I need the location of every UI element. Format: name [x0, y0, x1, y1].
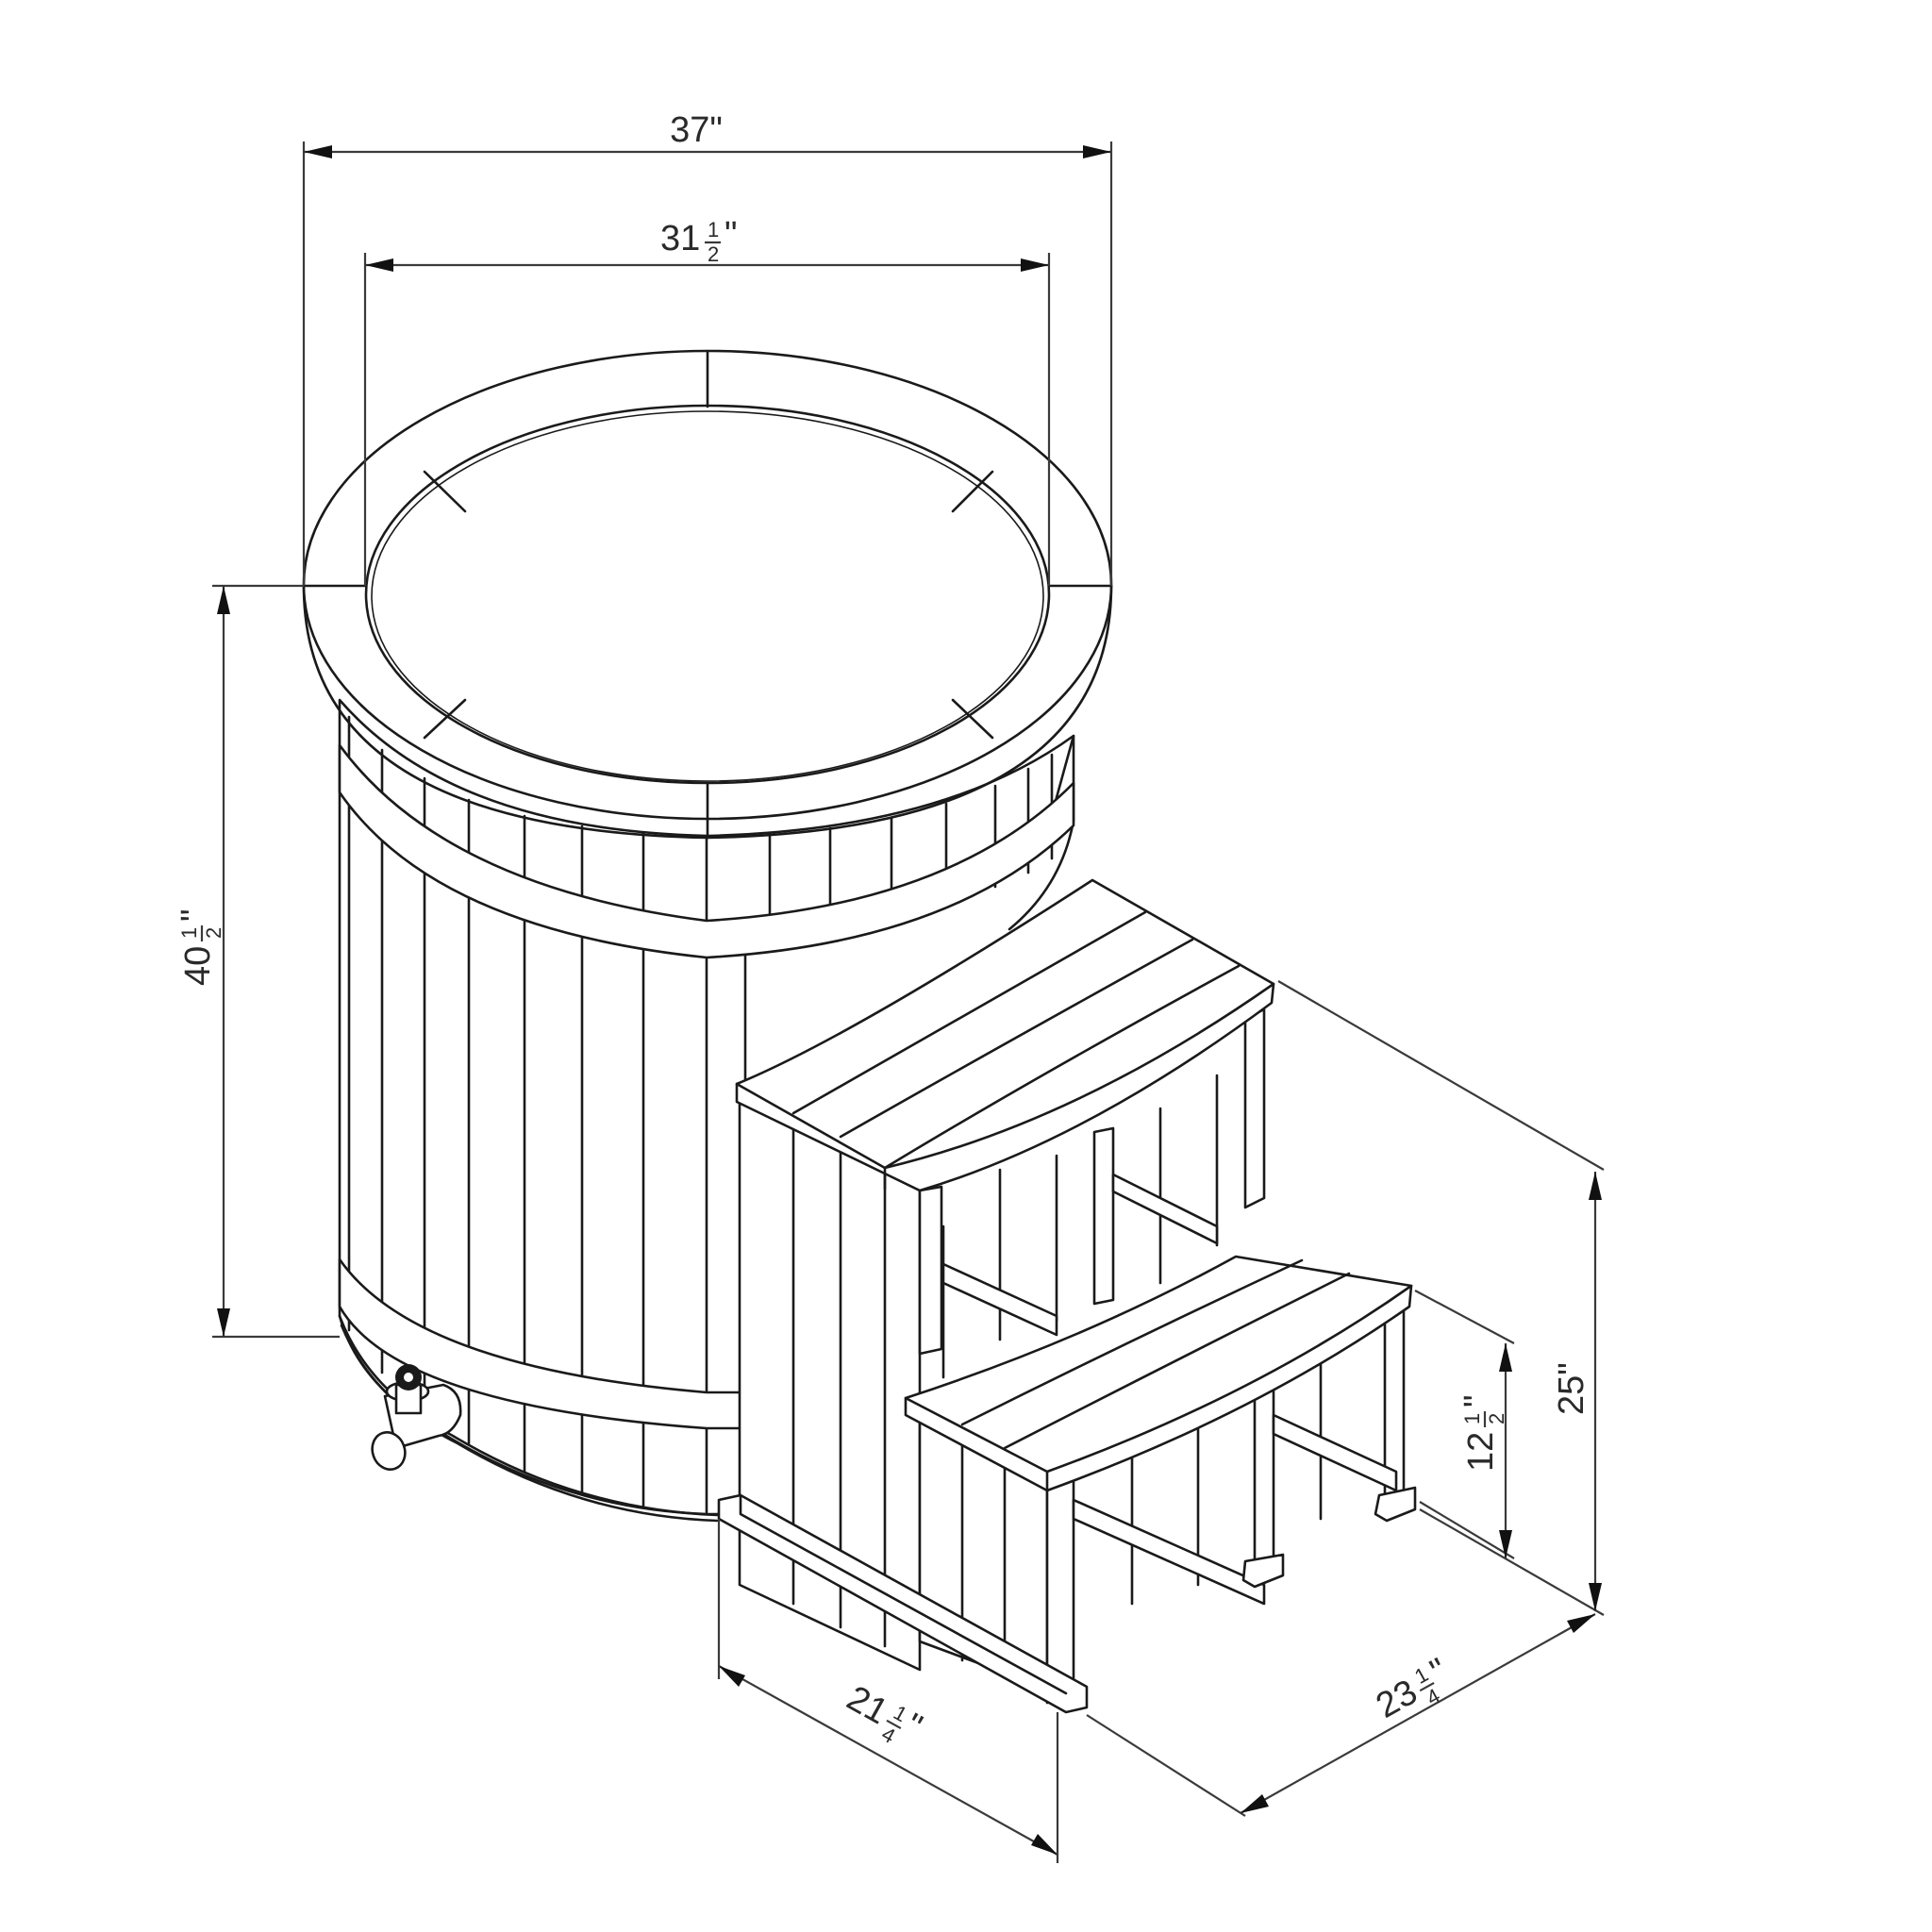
svg-text:": "	[724, 215, 738, 255]
svg-text:37": 37"	[670, 110, 723, 150]
upper-band	[338, 743, 1075, 959]
lower-step-frame	[1045, 1298, 1417, 1705]
upper-step	[735, 878, 1275, 1192]
svg-text:": "	[175, 909, 214, 923]
svg-text:2: 2	[708, 242, 719, 266]
middle-foot	[1241, 1553, 1285, 1589]
svg-text:4: 4	[877, 1722, 899, 1748]
right-foot	[1374, 1486, 1417, 1523]
svg-text:": "	[1457, 1395, 1497, 1408]
svg-text:12: 12	[1461, 1432, 1501, 1472]
lower-step	[904, 1255, 1413, 1492]
svg-text:1: 1	[1460, 1413, 1484, 1424]
dimension-overall-diameter: 37"	[302, 110, 1113, 586]
svg-text:31: 31	[660, 219, 700, 258]
svg-text:2: 2	[1485, 1413, 1508, 1424]
dimension-step-total-height: 25"	[1277, 980, 1605, 1616]
dimension-step-depth: 23 1 4 "	[1086, 1613, 1596, 1817]
dimension-inner-diameter: 31 1 2 "	[363, 215, 1051, 586]
steps	[717, 878, 1417, 1714]
drain-valve	[371, 1364, 462, 1471]
upper-step-frame	[918, 1008, 1266, 1379]
tub-rim	[302, 349, 1113, 840]
svg-text:1: 1	[708, 218, 719, 242]
svg-text:2: 2	[202, 927, 225, 939]
svg-text:25": 25"	[1552, 1362, 1591, 1415]
dimension-tub-height: 40 1 2 "	[175, 584, 340, 1339]
svg-text:23: 23	[1370, 1673, 1424, 1726]
svg-text:40: 40	[178, 946, 218, 986]
svg-text:21: 21	[841, 1678, 894, 1732]
svg-text:1: 1	[177, 927, 201, 939]
dimension-lower-step-height: 12 1 2 "	[1414, 1290, 1515, 1559]
